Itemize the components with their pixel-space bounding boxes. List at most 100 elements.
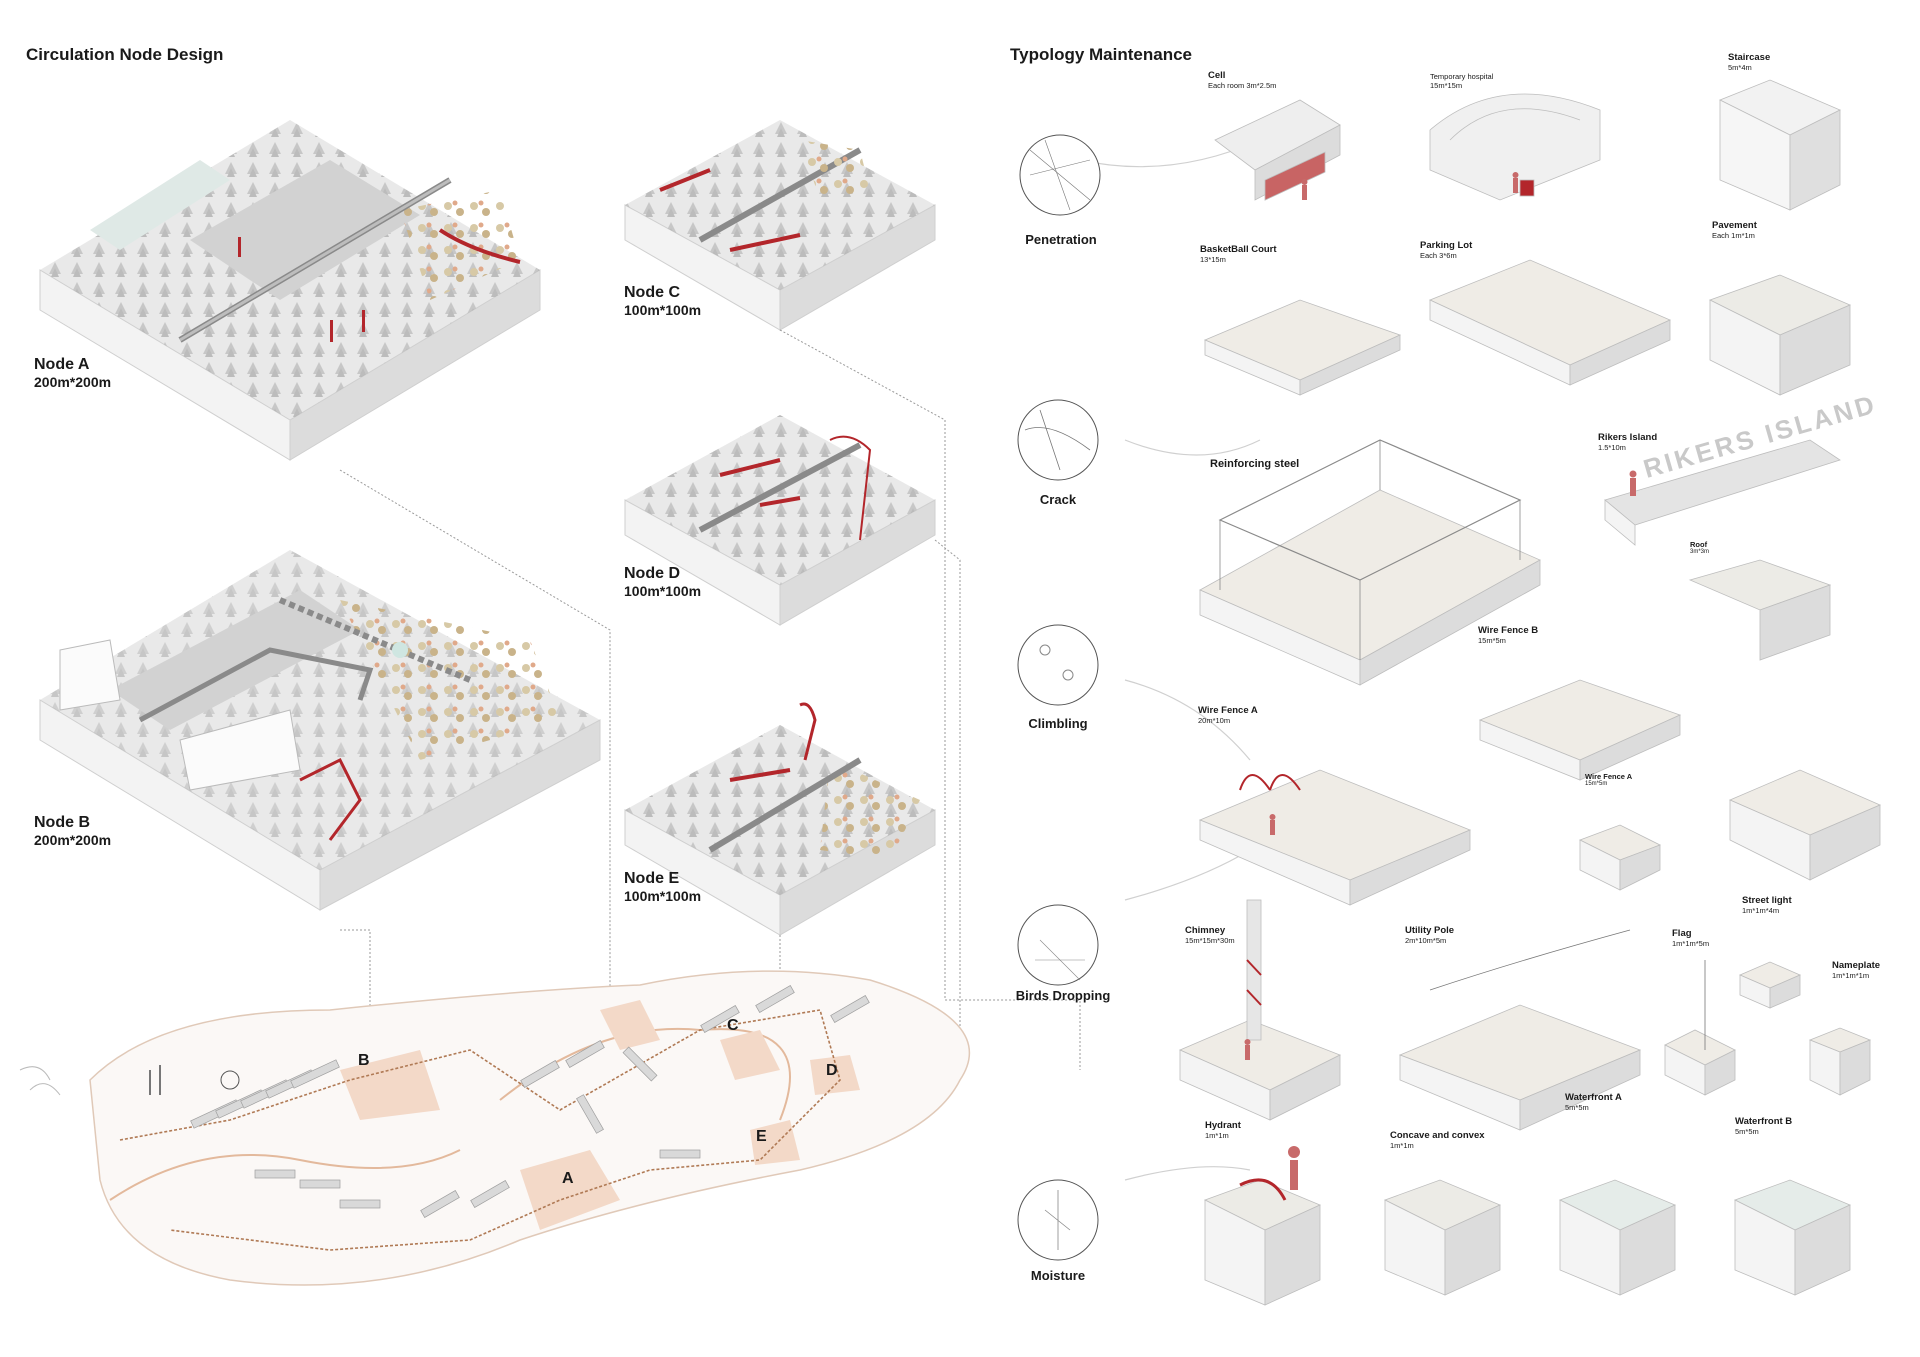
item-wire-fence-a-small-label: Wire Fence A (1585, 772, 1633, 781)
item-street-light-size: 1m*1m*4m (1742, 906, 1780, 915)
item-temporary-hospital-label: Temporary hospital (1430, 72, 1494, 81)
item-wire-fence-b: Wire Fence B 15m*5m (1478, 625, 1538, 645)
item-basketball-court-label: BasketBall Court (1200, 244, 1277, 255)
item-cell: Cell Each room 3m*2.5m (1208, 70, 1276, 90)
item-staircase: Staircase 5m*4m (1728, 52, 1770, 72)
site-map (19, 970, 971, 1286)
item-concave-convex-label: Concave and convex (1390, 1130, 1485, 1141)
item-utility-pole-label: Utility Pole (1405, 925, 1455, 936)
node-d-block (624, 415, 936, 626)
item-parking-lot-label: Parking Lot (1420, 240, 1473, 251)
item-cell-size: Each room 3m*2.5m (1208, 81, 1277, 90)
category-connector (1079, 139, 1261, 1181)
node-a-name: Node A (34, 356, 90, 373)
item-hydrant: Hydrant 1m*1m (1205, 1120, 1241, 1140)
map-letter-a: A (562, 1170, 574, 1187)
item-concave-convex: Concave and convex 1m*1m (1390, 1130, 1485, 1150)
typology-blocks (1179, 79, 1882, 1306)
item-waterfront-a-label: Waterfront A (1565, 1092, 1622, 1103)
node-d-name: Node D (624, 565, 680, 582)
item-basketball-court-size: 13*15m (1200, 255, 1226, 264)
item-pavement-size: Each 1m*1m (1712, 231, 1755, 240)
item-street-light-label: Street light (1742, 895, 1792, 906)
node-c-label: Node C 100m*100m (624, 284, 701, 318)
item-wire-fence-b-size: 15m*5m (1478, 636, 1506, 645)
item-concave-convex-size: 1m*1m (1390, 1141, 1414, 1150)
item-waterfront-a: Waterfront A 5m*5m (1565, 1092, 1622, 1112)
item-roof: Roof 3m*3m (1690, 540, 1709, 555)
category-penetration: Penetration (1025, 232, 1097, 247)
map-letter-d: D (826, 1062, 838, 1079)
item-cell-label: Cell (1208, 70, 1226, 81)
item-waterfront-b-size: 5m*5m (1735, 1127, 1759, 1136)
item-nameplate-label: Nameplate (1832, 960, 1881, 971)
item-waterfront-b: Waterfront B 5m*5m (1735, 1116, 1792, 1136)
item-nameplate: Nameplate 1m*1m*1m (1832, 960, 1880, 980)
item-pavement: Pavement Each 1m*1m (1712, 220, 1757, 240)
node-d-size: 100m*100m (624, 583, 702, 599)
item-rikers-island-size: 1.5*10m (1598, 443, 1626, 452)
item-wire-fence-a-size: 20m*10m (1198, 716, 1231, 725)
item-parking-lot-size: Each 3*6m (1420, 251, 1457, 260)
item-wire-fence-a-small: Wire Fence A 15m*5m (1585, 772, 1632, 787)
item-roof-size: 3m*3m (1690, 549, 1710, 555)
item-staircase-label: Staircase (1728, 52, 1771, 63)
item-flag: Flag 1m*1m*5m (1672, 928, 1709, 948)
item-reinforcing-steel: Reinforcing steel (1210, 458, 1299, 470)
item-rikers-island-label: Rikers Island (1598, 432, 1658, 443)
item-flag-size: 1m*1m*5m (1672, 939, 1710, 948)
item-wire-fence-a: Wire Fence A 20m*10m (1198, 705, 1258, 725)
item-chimney-size: 15m*15m*30m (1185, 936, 1235, 945)
node-c-size: 100m*100m (624, 302, 702, 318)
item-reinforcing-steel-label: Reinforcing steel (1210, 458, 1300, 470)
node-c-block (624, 120, 936, 331)
category-moisture: Moisture (1030, 1268, 1086, 1283)
map-letter-b: B (358, 1052, 370, 1069)
right-section-title: Typology Maintenance (1010, 45, 1192, 64)
node-c-name: Node C (624, 284, 680, 301)
item-wire-fence-a-small-size: 15m*5m (1585, 781, 1608, 787)
item-wire-fence-b-label: Wire Fence B (1478, 625, 1539, 636)
item-staircase-size: 5m*4m (1728, 63, 1752, 72)
item-pavement-label: Pavement (1712, 220, 1757, 231)
node-e-size: 100m*100m (624, 888, 702, 904)
item-waterfront-a-size: 5m*5m (1565, 1103, 1589, 1112)
item-nameplate-size: 1m*1m*1m (1832, 971, 1870, 980)
item-wire-fence-a-label: Wire Fence A (1198, 705, 1258, 716)
item-hydrant-label: Hydrant (1205, 1120, 1241, 1131)
map-letter-c: C (727, 1017, 739, 1034)
item-waterfront-b-label: Waterfront B (1735, 1116, 1793, 1127)
node-a-size: 200m*200m (34, 374, 112, 390)
item-rikers-island: Rikers Island 1.5*10m (1598, 432, 1657, 452)
category-birds-dropping: Birds Dropping (1015, 988, 1111, 1003)
node-e-name: Node E (624, 870, 680, 887)
category-climbling: Climbling (1028, 716, 1088, 731)
node-b-label: Node B 200m*200m (34, 814, 111, 848)
item-flag-label: Flag (1672, 928, 1692, 939)
item-utility-pole: Utility Pole 2m*10m*5m (1405, 925, 1454, 945)
node-a-block (39, 120, 541, 461)
category-icons (1017, 134, 1101, 1261)
item-street-light: Street light 1m*1m*4m (1742, 895, 1792, 915)
item-basketball-court: BasketBall Court 13*15m (1200, 244, 1277, 264)
item-temporary-hospital-size: 15m*15m (1430, 81, 1463, 90)
node-b-name: Node B (34, 814, 90, 831)
node-a-label: Node A 200m*200m (34, 356, 111, 390)
node-d-label: Node D 100m*100m (624, 565, 701, 599)
human-figures (1244, 172, 1637, 1190)
category-crack: Crack (1039, 492, 1077, 507)
item-chimney-label: Chimney (1185, 925, 1226, 936)
item-parking-lot: Parking Lot Each 3*6m (1420, 240, 1472, 260)
item-roof-label: Roof (1690, 540, 1708, 549)
node-e-label: Node E 100m*100m (624, 870, 701, 904)
node-b-size: 200m*200m (34, 832, 112, 848)
node-b-block (39, 550, 601, 911)
item-utility-pole-size: 2m*10m*5m (1405, 936, 1447, 945)
node-e-block (624, 702, 936, 936)
item-chimney: Chimney 15m*15m*30m (1185, 925, 1235, 945)
item-hydrant-size: 1m*1m (1205, 1131, 1229, 1140)
map-letter-e: E (756, 1128, 767, 1145)
item-temporary-hospital: Temporary hospital 15m*15m (1430, 72, 1493, 90)
left-section-title: Circulation Node Design (26, 45, 224, 64)
